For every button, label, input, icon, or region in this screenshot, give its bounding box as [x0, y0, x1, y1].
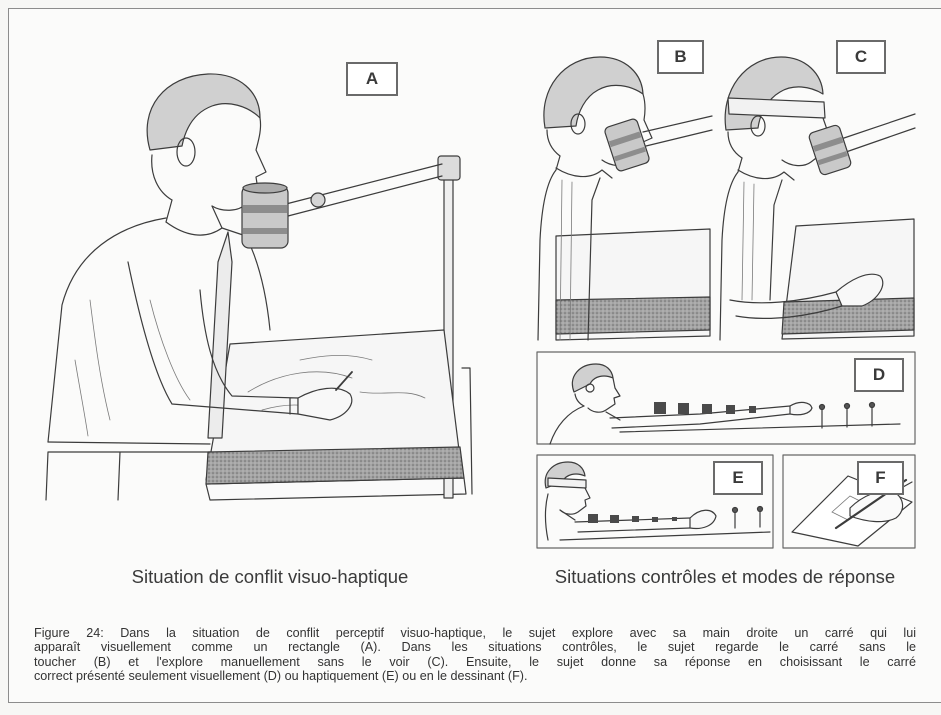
panel-label-b: B [657, 40, 704, 74]
shirt-collar [166, 222, 246, 236]
figure-caption-line: correct présenté seulement visuellement … [34, 669, 916, 683]
square-choices [654, 402, 756, 414]
figure-caption-line: toucher (B) et l'explore manuellement sa… [34, 655, 916, 669]
stand-arm [643, 116, 712, 146]
choice-square [672, 517, 677, 521]
choice-square [632, 516, 639, 522]
shirt-folds [75, 300, 190, 436]
eyepiece [808, 124, 852, 176]
blindfold [728, 98, 825, 118]
pin-markers [733, 507, 763, 529]
torso [550, 406, 620, 444]
arm-clamp [311, 193, 325, 207]
subject-hand [790, 402, 812, 414]
textured-strip [206, 447, 464, 484]
choice-square [654, 402, 666, 414]
subject-head [560, 488, 590, 514]
textured-strip [556, 297, 710, 334]
choice-square [749, 406, 756, 413]
panel-label-d: D [854, 358, 904, 392]
eyepiece [242, 183, 288, 248]
suspenders [742, 182, 754, 300]
figure-caption: Figure 24: Dans la situation de conflit … [34, 626, 916, 684]
right-panel-caption: Situations contrôles et modes de réponse [520, 566, 930, 588]
panel-a-illustration [46, 74, 472, 500]
table-top [560, 532, 770, 540]
subject-hair [572, 364, 613, 392]
panel-c-illustration [720, 57, 915, 340]
subject-hand [690, 510, 716, 528]
subject-ear [586, 384, 594, 392]
subject-hair [147, 74, 260, 150]
subject-neck [166, 200, 222, 228]
choice-square [726, 405, 735, 414]
subject-arm [610, 406, 790, 428]
panel-label-a: A [346, 62, 398, 96]
subject-hair [725, 57, 823, 130]
panel-label-e: E [713, 461, 763, 495]
figure-caption-line: Figure 24: Dans la situation de conflit … [34, 626, 916, 640]
choice-square [702, 404, 712, 414]
figure-caption-line: apparaît visuellement comme un rectangle… [34, 640, 916, 654]
belt-and-trousers [46, 442, 210, 500]
blindfold [548, 478, 586, 488]
panel-label-c: C [836, 40, 886, 74]
pin-markers [820, 403, 875, 429]
choice-square [588, 514, 598, 523]
stand-arm [286, 164, 442, 216]
choice-square [610, 515, 619, 523]
choice-square [678, 403, 689, 414]
panel-label-f: F [857, 461, 904, 495]
choice-square [652, 517, 658, 522]
left-panel-caption: Situation de conflit visuo-haptique [60, 566, 480, 588]
subject-hair [544, 57, 643, 128]
stand-arm [844, 114, 915, 152]
torso [545, 494, 575, 540]
subject-ear [177, 138, 195, 166]
panel-b-illustration [538, 57, 712, 340]
